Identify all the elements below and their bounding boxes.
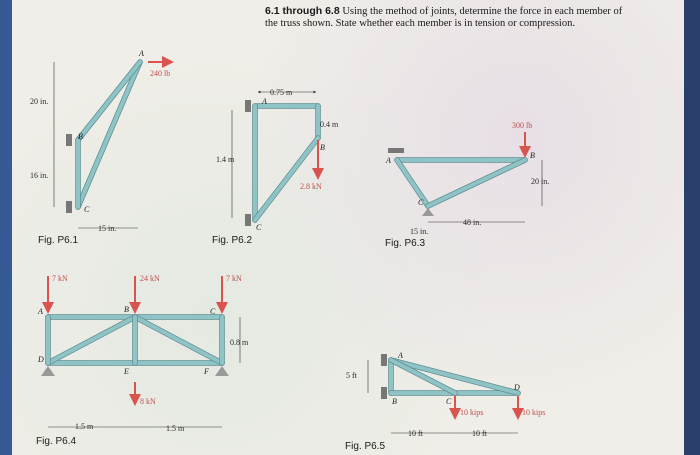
figure-caption: Fig. P6.5 bbox=[345, 441, 385, 452]
support-a bbox=[381, 354, 387, 366]
member-ab bbox=[76, 60, 142, 142]
force-label: 300 lb bbox=[512, 121, 532, 130]
joint-label-c: C bbox=[446, 397, 452, 406]
figure-caption: Fig. P6.2 bbox=[212, 235, 252, 246]
force-label-e: 8 kN bbox=[140, 397, 156, 406]
support-c bbox=[245, 214, 251, 226]
page-edge-left bbox=[0, 0, 12, 455]
dim-label-0-75m: 0.75 m bbox=[270, 88, 293, 97]
member-bc bbox=[253, 136, 320, 222]
member-db bbox=[46, 315, 137, 365]
dim-label-15in: 15 in. bbox=[410, 227, 428, 236]
force-label-c: 7 kN bbox=[226, 274, 242, 283]
problem-text: Using the method of joints, determine th… bbox=[265, 6, 623, 29]
joint-label-a: A bbox=[261, 97, 267, 106]
dim-label-5ft: 5 ft bbox=[346, 371, 358, 380]
joint-label-c: C bbox=[210, 307, 216, 316]
figure-caption: Fig. P6.4 bbox=[36, 436, 76, 447]
figure-caption: Fig. P6.3 bbox=[385, 238, 425, 249]
dim-label-16in: 16 in. bbox=[30, 171, 48, 180]
problem-statement: 6.1 through 6.8 Using the method of join… bbox=[265, 5, 637, 29]
support-c bbox=[422, 208, 434, 216]
support-d bbox=[41, 366, 55, 376]
joint-label-a: A bbox=[385, 156, 391, 165]
dim-label-20in: 20 in. bbox=[531, 177, 549, 186]
support-a bbox=[388, 148, 404, 153]
joint-label-a: A bbox=[37, 307, 43, 316]
force-label-b: 24 kN bbox=[140, 274, 160, 283]
dim-label-10ft-right: 10 ft bbox=[472, 429, 488, 438]
problem-number: 6.1 through 6.8 bbox=[265, 5, 340, 17]
joint-label-b: B bbox=[320, 143, 325, 152]
joint-label-d: D bbox=[513, 383, 520, 392]
member-ac bbox=[389, 358, 457, 395]
force-label-a: 7 kN bbox=[52, 274, 68, 283]
member-ac bbox=[76, 60, 142, 209]
joint-label-c: C bbox=[418, 198, 424, 207]
dim-label-1-4m: 1.4 m bbox=[216, 155, 235, 164]
joint-label-d: D bbox=[37, 355, 44, 364]
joint-label-e: E bbox=[123, 367, 129, 376]
force-label-c: 10 kips bbox=[460, 408, 483, 417]
force-label: 2.8 kN bbox=[300, 182, 322, 191]
force-label-d: 10 kips bbox=[522, 408, 545, 417]
dim-label-10ft-left: 10 ft bbox=[408, 429, 424, 438]
support-a bbox=[245, 100, 251, 112]
figure-p6-4: 7 kN 24 kN 7 kN 8 kN 0.8 m 1.5 m 1.5 m A… bbox=[36, 274, 249, 447]
dim-label-20in: 20 in. bbox=[30, 97, 48, 106]
support-f bbox=[215, 366, 229, 376]
textbook-page bbox=[12, 0, 684, 455]
dim-label-0-4m: 0.4 m bbox=[320, 120, 339, 129]
dim-label-0-8m: 0.8 m bbox=[230, 338, 249, 347]
joint-label-b: B bbox=[124, 305, 129, 314]
figure-p6-5: 5 ft 10 kips 10 kips 10 ft 10 ft A B C D… bbox=[345, 351, 545, 452]
joint-label-b: B bbox=[392, 397, 397, 406]
joint-label-b: B bbox=[530, 151, 535, 160]
figure-p6-1: 240 lb 20 in. 16 in. 15 in. A B C Fig. P… bbox=[30, 49, 174, 246]
joint-label-b: B bbox=[78, 132, 83, 141]
joint-label-c: C bbox=[84, 205, 90, 214]
dim-label-1-5m-right: 1.5 m bbox=[166, 424, 185, 433]
member-ad bbox=[389, 358, 520, 395]
dim-label-15in: 15 in. bbox=[98, 224, 116, 233]
joint-label-c: C bbox=[256, 223, 262, 232]
figure-p6-3: 300 lb 20 in. 48 in. 15 in. A B C Fig. P… bbox=[385, 121, 549, 249]
dim-label-1-5m-left: 1.5 m bbox=[75, 422, 94, 431]
page-edge-right bbox=[684, 0, 700, 455]
support-b bbox=[66, 134, 72, 146]
joint-label-a: A bbox=[397, 351, 403, 360]
dim-label-48in: 48 in. bbox=[463, 218, 481, 227]
force-label: 240 lb bbox=[150, 69, 170, 78]
support-b bbox=[381, 387, 387, 399]
figure-caption: Fig. P6.1 bbox=[38, 235, 78, 246]
member-bc bbox=[426, 158, 527, 208]
joint-label-f: F bbox=[203, 367, 209, 376]
figure-p6-2: 2.8 kN 0.75 m 0.4 m 1.4 m A B C Fig. P6.… bbox=[212, 88, 339, 246]
member-bf bbox=[133, 315, 224, 365]
joint-label-a: A bbox=[138, 49, 144, 58]
member-ac bbox=[395, 158, 430, 208]
support-c bbox=[66, 201, 72, 213]
